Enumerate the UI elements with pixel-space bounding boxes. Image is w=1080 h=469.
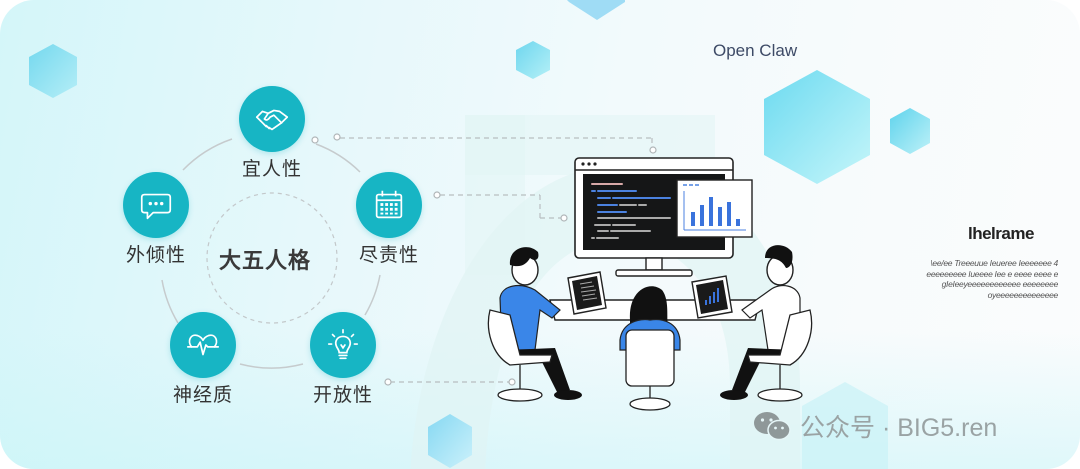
- node-label-openness: 开放性: [312, 384, 373, 406]
- hexagon-decoration: [802, 382, 888, 469]
- hexagon-decoration: [29, 44, 77, 98]
- hexagon-decoration: [890, 108, 930, 154]
- heartbeat-icon: [186, 334, 220, 356]
- hexagon-decoration: [516, 41, 550, 79]
- monitor-icon: [574, 157, 753, 277]
- chat-bubble-icon: [140, 193, 172, 220]
- node-label-conscientiousness: 尽责性: [358, 244, 419, 266]
- node-label-extraversion: 外倾性: [125, 244, 186, 266]
- side-panel-text: \ee/ee Treeeuue Ieueree Ieeeeeee 4 eeeee…: [926, 258, 1058, 300]
- person-left: [487, 247, 582, 402]
- side-panel-title: lhelrame: [968, 224, 1034, 243]
- node-neuroticism: [170, 312, 236, 378]
- node-conscientiousness: [356, 172, 422, 238]
- person-middle: [619, 286, 681, 411]
- team-illustration: [487, 157, 813, 411]
- hexagon-decoration: [764, 70, 870, 184]
- person-right: [720, 245, 813, 402]
- node-extraversion: [123, 172, 189, 238]
- node-agreeableness: [239, 86, 305, 152]
- node-openness: [310, 312, 376, 378]
- calendar-icon: [375, 190, 403, 219]
- node-label-agreeableness: 宜人性: [241, 158, 302, 180]
- watermark-text: 公众号 · BIG5.ren: [800, 414, 998, 442]
- lightbulb-icon: [327, 328, 359, 360]
- node-label-neuroticism: 神经质: [172, 384, 233, 406]
- watermark: 公众号 · BIG5.ren: [752, 408, 997, 444]
- hexagon-decoration: [567, 0, 625, 20]
- hexagon-decoration: [428, 414, 472, 468]
- wechat-icon: [754, 412, 791, 441]
- brand-title: Open Claw: [713, 41, 798, 60]
- center-title: 大五人格: [218, 249, 311, 274]
- handshake-icon: [255, 109, 289, 131]
